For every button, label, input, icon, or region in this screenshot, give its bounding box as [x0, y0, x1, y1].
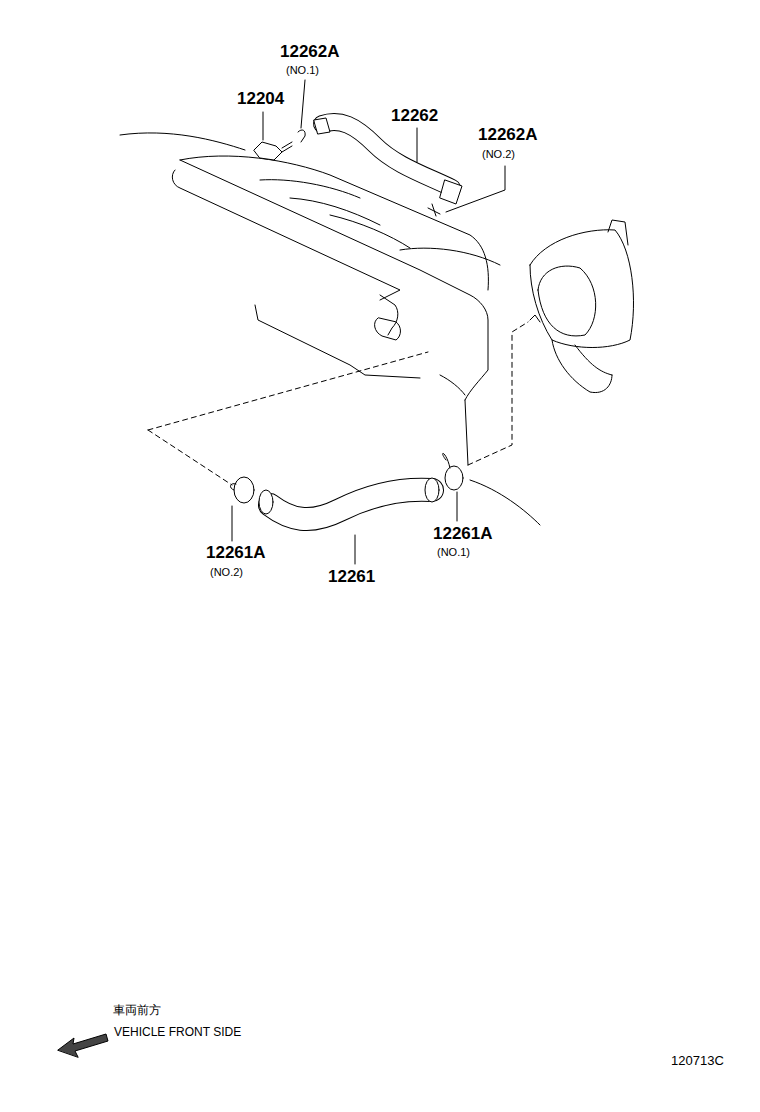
direction-label: 車両前方: [112, 1004, 162, 1017]
outlet-pipe: [375, 318, 401, 340]
part-note: (NO.1): [285, 64, 320, 76]
hose-clip: [428, 204, 440, 216]
part-note: (NO.1): [436, 546, 471, 558]
engine-outline: [120, 133, 245, 150]
leader-line: [457, 492, 458, 521]
cover-band: [172, 170, 400, 300]
hose-clamp: [234, 477, 254, 503]
hose: [322, 122, 452, 188]
direction-label: VEHICLE FRONT SIDE: [113, 1026, 242, 1039]
part-number: 12204: [236, 90, 285, 109]
direction-arrow: [58, 1034, 108, 1057]
hose: [270, 490, 432, 519]
leader-line: [417, 128, 418, 162]
air-intake-nipple: [530, 315, 540, 322]
cover-band: [380, 295, 398, 335]
air-intake: [608, 220, 628, 245]
leader-line: [355, 535, 356, 564]
hose-clamp: [443, 453, 450, 468]
hose-clamp: [445, 466, 463, 490]
guide-line: [468, 322, 528, 465]
engine-outline: [440, 375, 465, 395]
part-number: 12261A: [432, 525, 494, 544]
engine-outline: [470, 480, 540, 525]
diagram-code: 120713C: [670, 1054, 725, 1068]
air-intake: [530, 230, 634, 348]
pcv-valve: [254, 142, 282, 160]
hose-end: [440, 180, 462, 204]
leader-line: [263, 112, 264, 140]
hose: [270, 490, 432, 519]
part-note: (NO.2): [209, 566, 244, 578]
leader-line: [301, 80, 305, 128]
hose-clip: [298, 130, 305, 142]
part-number: 12262: [390, 107, 439, 126]
part-note: (NO.2): [481, 148, 516, 160]
part-number: 12262A: [477, 126, 539, 145]
pcv-valve: [282, 142, 292, 152]
air-intake: [538, 266, 596, 336]
cover-band: [180, 160, 488, 400]
engine-outline: [255, 305, 420, 378]
hose: [322, 122, 452, 188]
hose-end: [425, 478, 439, 502]
part-number: 12261A: [205, 544, 267, 563]
hose-end: [314, 118, 330, 134]
hose-end: [259, 490, 273, 514]
part-number: 12262A: [279, 43, 341, 62]
leader-line: [232, 506, 233, 541]
engine-outline: [260, 180, 500, 265]
part-number: 12261: [327, 568, 376, 587]
guide-line: [148, 352, 428, 485]
leader-line: [446, 166, 505, 212]
engine-outline: [465, 400, 468, 465]
air-duct: [552, 340, 612, 393]
